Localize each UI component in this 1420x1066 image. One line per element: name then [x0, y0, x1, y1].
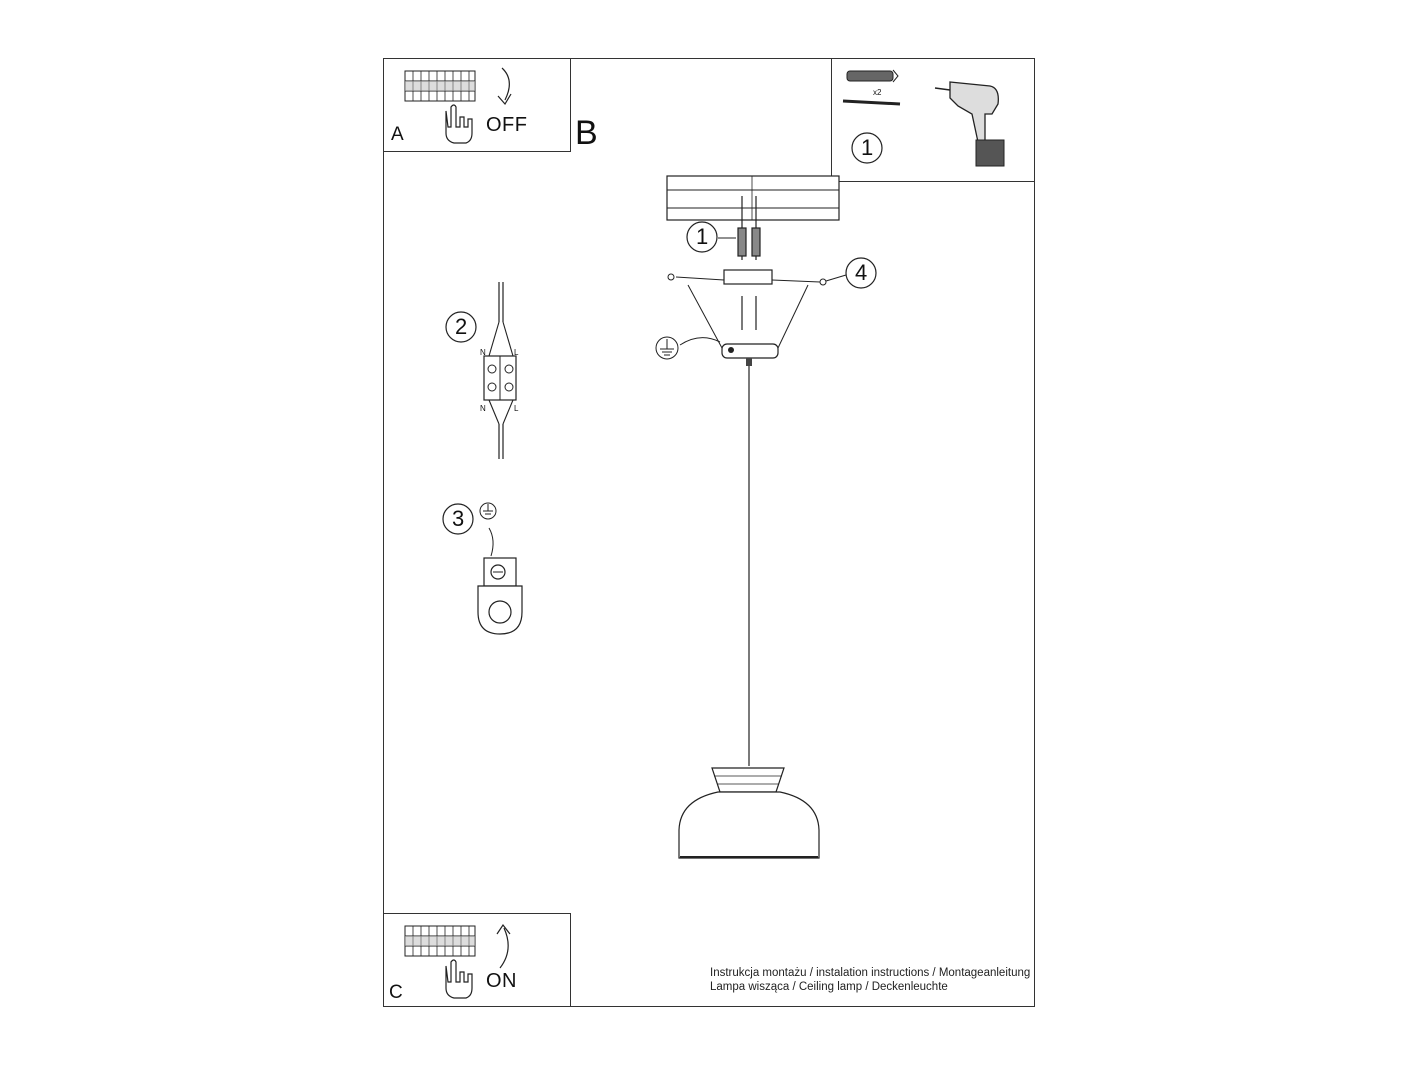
wall-plug-icon: [842, 69, 901, 106]
lamp-shade: [678, 767, 820, 859]
power-off-label: OFF: [486, 114, 528, 136]
panel-c-letter: C: [389, 982, 403, 1003]
callout-anchor: 1: [696, 224, 709, 249]
callout-screw: 4: [855, 260, 868, 285]
callout-circles: [442, 132, 883, 535]
instruction-sheet: [383, 58, 1035, 1007]
panel-b-letter: B: [575, 114, 598, 152]
breaker-panel-icon: [404, 70, 476, 102]
up-arrow-icon: [499, 927, 509, 969]
terminal-connector: [483, 282, 517, 459]
hand-icon: [445, 104, 473, 144]
mounting-bracket: [667, 269, 847, 286]
ground-terminal: [477, 527, 523, 635]
wire-neutral-bottom: N: [480, 404, 486, 413]
ceiling: [666, 175, 840, 221]
drill-icon: [934, 81, 1005, 167]
footer-instructions-title: Instrukcja montażu / instalation instruc…: [710, 967, 1031, 979]
quantity-label: x2: [873, 88, 882, 97]
wire-live-bottom: L: [514, 404, 519, 413]
panel-a-letter: A: [391, 124, 404, 145]
power-on-label: ON: [486, 970, 517, 992]
earth-ground-icon: [479, 502, 497, 520]
callout-ground: 3: [452, 506, 465, 531]
footer-product-name: Lampa wisząca / Ceiling lamp / Deckenleu…: [710, 981, 948, 993]
wall-anchors: [737, 196, 761, 330]
hand-icon: [445, 959, 473, 999]
canopy: [687, 284, 809, 366]
down-arrow-icon: [501, 67, 510, 101]
tools-step-number: 1: [861, 135, 874, 160]
panel-a-power-off: [383, 58, 571, 152]
panel-c-power-on: [383, 913, 571, 1007]
breaker-panel-icon: [404, 925, 476, 957]
wire-neutral-top: N: [480, 348, 486, 357]
earth-ground-icon: [655, 336, 679, 360]
wire-live-top: L: [514, 348, 519, 357]
callout-connector: 2: [455, 314, 468, 339]
